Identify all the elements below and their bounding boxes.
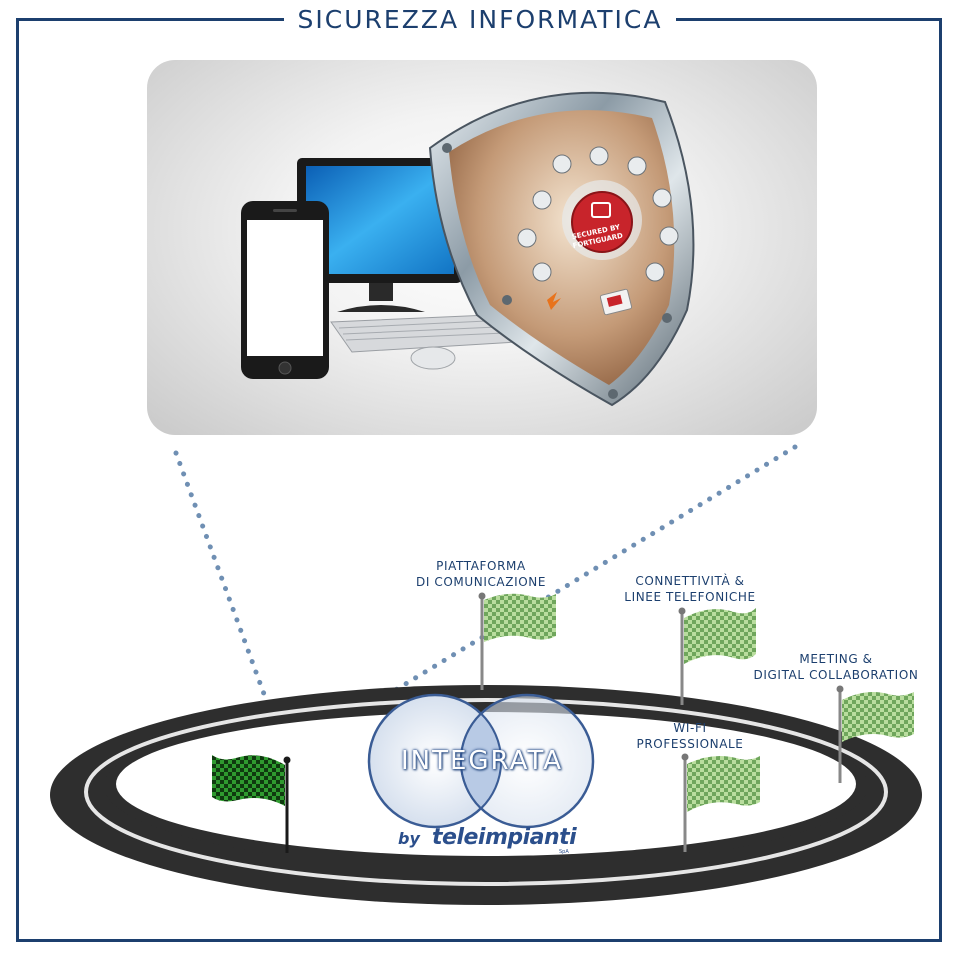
logo-suffix-text: SpA — [559, 849, 569, 855]
label-piattaforma-line1: PIATTAFORMA — [436, 559, 526, 573]
flag-wifi — [681, 753, 760, 852]
label-piattaforma-line2: DI COMUNICAZIONE — [415, 575, 547, 589]
flag-connettivita — [678, 607, 756, 705]
security-illustration — [241, 91, 695, 407]
label-wifi: WI-FI PROFESSIONALE — [612, 720, 768, 752]
label-wifi-line1: WI-FI — [673, 721, 707, 735]
security-illustration-panel — [147, 60, 817, 435]
teleimpianti-logo-text: teleimpianti — [432, 825, 577, 850]
flag-piattaforma — [478, 592, 556, 690]
label-wifi-line2: PROFESSIONALE — [636, 737, 744, 751]
shield-icon — [428, 91, 695, 407]
connector-left — [173, 450, 290, 760]
label-meeting: MEETING & DIGITAL COLLABORATION — [732, 651, 940, 683]
flag-meeting — [836, 685, 914, 783]
desktop-computer-icon — [297, 158, 519, 370]
label-meeting-line2: DIGITAL COLLABORATION — [753, 668, 919, 682]
label-piattaforma: PIATTAFORMA DI COMUNICAZIONE — [398, 558, 564, 590]
flag-sicurezza — [212, 755, 291, 853]
logo-by-text: by — [398, 829, 420, 848]
smartphone-icon — [241, 201, 329, 379]
label-connettivita-line1: CONNETTIVITÀ & — [635, 574, 745, 588]
label-connettivita-line2: LINEE TELEFONICHE — [624, 590, 756, 604]
label-connettivita: CONNETTIVITÀ & LINEE TELEFONICHE — [600, 573, 780, 605]
label-meeting-line1: MEETING & — [799, 652, 873, 666]
integrata-logo-circles — [367, 693, 595, 829]
integrata-logo-text: INTEGRATA — [400, 746, 563, 776]
